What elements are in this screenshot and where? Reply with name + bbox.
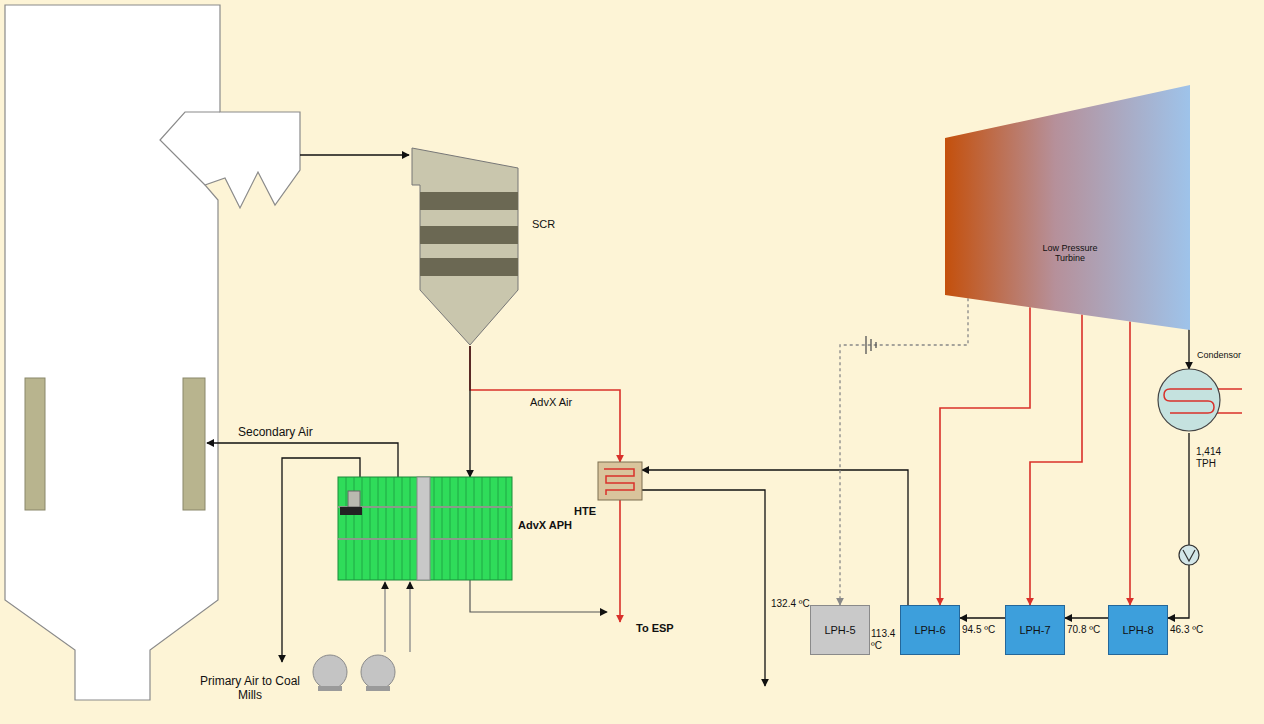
aph-basket-line xyxy=(474,477,475,580)
equipment-label: Low Pressure Turbine xyxy=(1030,243,1110,264)
aph-basket-line xyxy=(466,477,467,580)
aph-motor xyxy=(348,491,360,507)
turbine-shape xyxy=(945,85,1190,330)
scr-reactor-outline xyxy=(410,146,522,346)
aph-basket-line xyxy=(394,477,395,580)
aph-basket-line xyxy=(346,477,347,580)
aph-basket-line xyxy=(506,477,507,580)
condenser-coil xyxy=(1164,389,1214,413)
flow-connector xyxy=(1168,433,1189,618)
aph-basket-line xyxy=(442,477,443,580)
aph-basket-line xyxy=(386,477,387,580)
air-label: Primary Air to Coal Mills xyxy=(195,674,305,703)
hte-coil xyxy=(604,469,634,495)
boiler-outline xyxy=(5,5,300,700)
aph-basket-line xyxy=(450,477,451,580)
hte-body xyxy=(598,462,642,500)
flow-connector xyxy=(642,470,908,605)
fan-air-line xyxy=(384,582,385,652)
heater-label: LPH-6 xyxy=(914,624,945,637)
connector-label: AdvX Air xyxy=(528,396,574,409)
flow-connector xyxy=(960,617,1005,618)
flow-connector xyxy=(1188,329,1189,369)
heater-label: LPH-8 xyxy=(1122,624,1153,637)
ground-symbol xyxy=(866,336,876,354)
fan-base xyxy=(318,686,342,691)
scr-reactor: SCR xyxy=(410,146,522,346)
burner-panel xyxy=(183,378,205,510)
heater-box: LPH-8 xyxy=(1108,605,1168,655)
equipment-label: AdvX APH xyxy=(518,519,572,532)
heater-label: LPH-5 xyxy=(824,624,855,637)
burner-panel xyxy=(25,378,45,510)
aph-motor-base xyxy=(340,507,362,515)
pump-symbol xyxy=(1179,545,1199,565)
lp-turbine-outline xyxy=(945,85,1190,330)
aph-basket-line xyxy=(410,477,411,580)
fan-base xyxy=(366,686,390,691)
aph-basket-line xyxy=(498,477,499,580)
flow-connector xyxy=(469,346,470,477)
fan-symbol xyxy=(313,655,347,689)
aph-basket-line xyxy=(362,477,363,580)
lp-turbine: Low Pressure Turbine xyxy=(945,85,1190,330)
equipment-label: SCR xyxy=(532,218,555,231)
condenser: Condensor xyxy=(1156,367,1222,433)
equipment-label: HTE xyxy=(574,505,596,518)
air-preheater: AdvX APH xyxy=(338,477,512,580)
temperature-label: 94.5 ºC xyxy=(962,624,995,636)
heater-box: LPH-5 xyxy=(810,605,870,655)
flue-to-esp-line xyxy=(470,580,607,612)
temperature-label: 70.8 ºC xyxy=(1067,624,1100,636)
aph-basket-line xyxy=(490,477,491,580)
condenser-outline xyxy=(1156,367,1222,433)
heater-box: LPH-6 xyxy=(900,605,960,655)
heater-label: LPH-7 xyxy=(1019,624,1050,637)
flow-rate-label: 1,414 TPH xyxy=(1196,446,1232,470)
aph-shaft xyxy=(417,477,430,580)
aph-basket-line xyxy=(482,477,483,580)
fan-symbol xyxy=(361,655,395,689)
catalyst-layer xyxy=(420,226,518,244)
flow-connector xyxy=(840,298,968,605)
catalyst-layer xyxy=(420,192,518,210)
secondary-air-line xyxy=(207,443,398,477)
flow-connector xyxy=(940,307,1030,605)
temperature-label: 46.3 ºC xyxy=(1170,624,1203,636)
boiler-nose-line xyxy=(160,112,220,185)
flow-connector xyxy=(1129,321,1131,605)
aph-body xyxy=(338,477,512,580)
air-label: Secondary Air xyxy=(238,425,313,439)
equipment-label: Condensor xyxy=(1197,350,1241,360)
heat-transfer-exchanger: HTE xyxy=(598,462,642,500)
fan-air-line xyxy=(409,582,410,652)
condenser-shell xyxy=(1158,369,1220,431)
temperature-label: 113.4 ºC xyxy=(871,628,899,652)
aph-basket-line xyxy=(370,477,371,580)
condensate-out-line xyxy=(642,490,765,686)
temperature-label: 132.4 ºC xyxy=(771,598,810,610)
heat-transfer-exchanger-outline xyxy=(598,462,642,500)
aph-basket-line xyxy=(378,477,379,580)
flue-gas-arrow xyxy=(300,154,409,155)
aph-basket-line xyxy=(402,477,403,580)
heater-box: LPH-7 xyxy=(1005,605,1065,655)
aph-basket-line xyxy=(434,477,435,580)
air-preheater-outline xyxy=(338,477,512,580)
flow-connector xyxy=(1030,315,1082,605)
flow-connector xyxy=(1065,617,1108,618)
catalyst-layer xyxy=(420,258,518,276)
flow-label: To ESP xyxy=(636,622,674,635)
scr-shape xyxy=(412,148,518,345)
aph-basket-line xyxy=(458,477,459,580)
advx-air-to-esp-line xyxy=(619,500,621,622)
flow-connector xyxy=(470,346,620,462)
pump-symbol-mark xyxy=(1183,550,1195,561)
